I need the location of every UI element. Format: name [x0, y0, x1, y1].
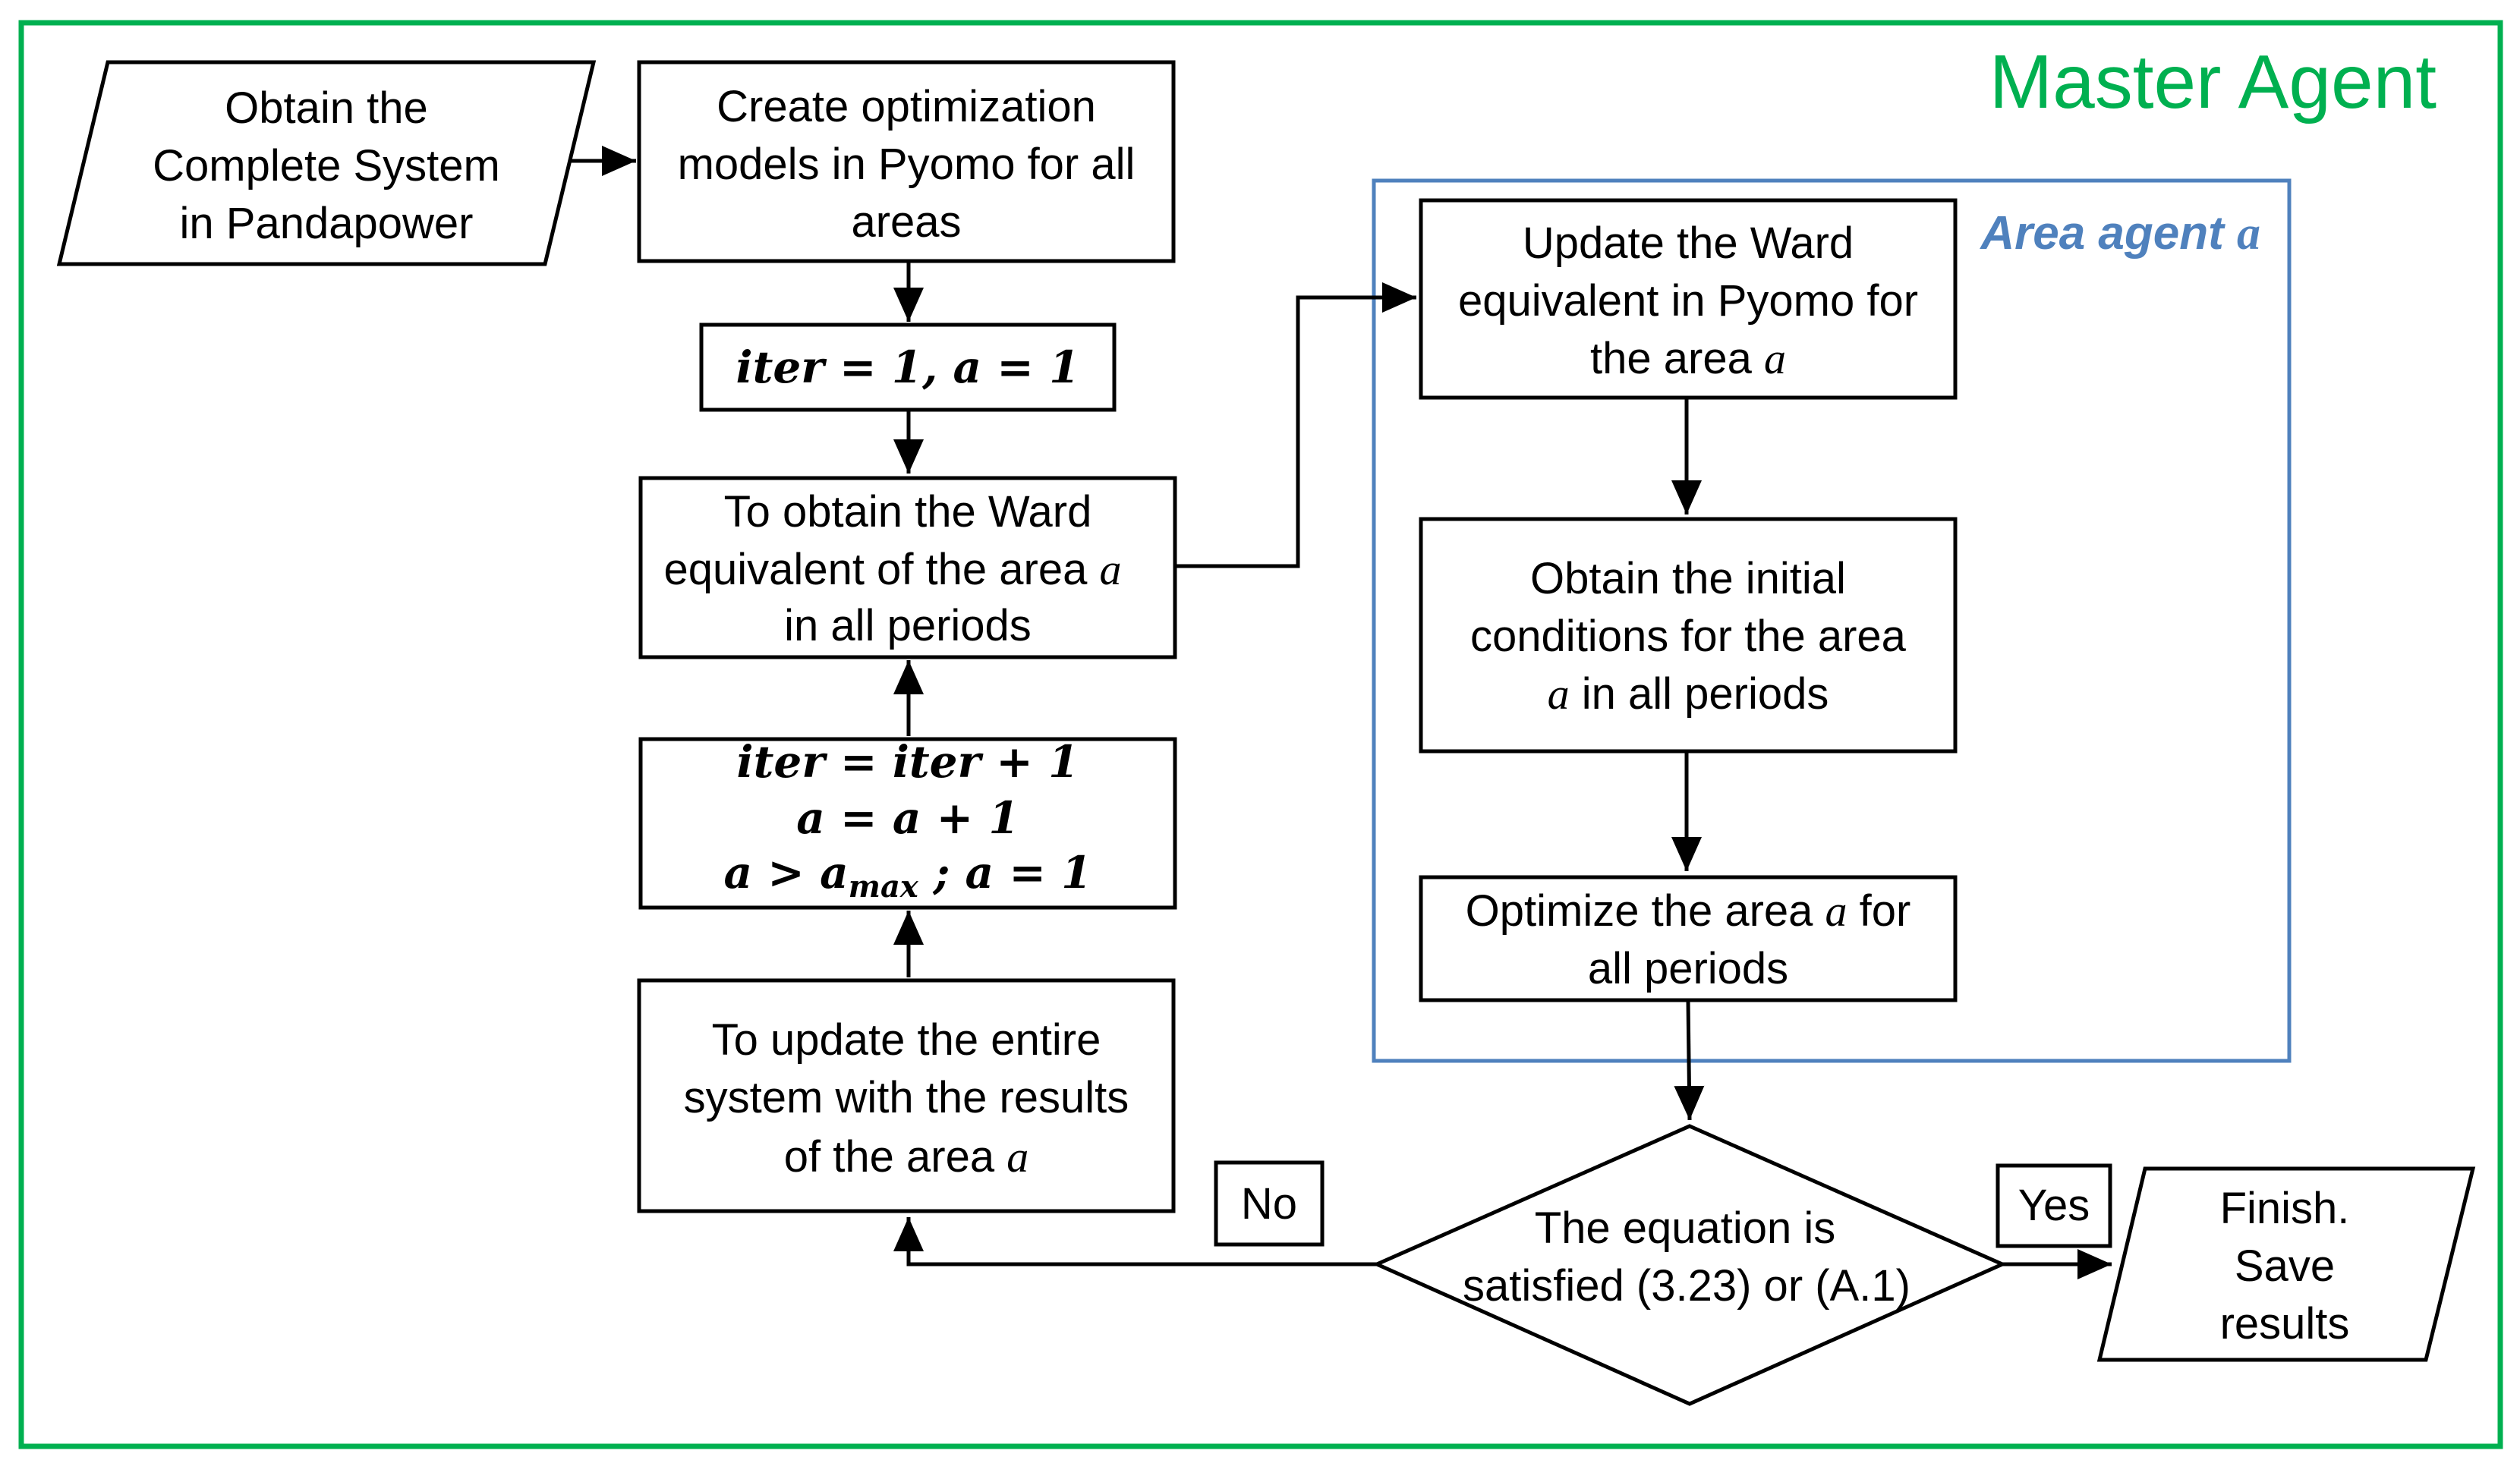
node-init: iter = 1, a = 1	[699, 323, 1117, 412]
node-update-ward-line1: Update the Ward	[1523, 219, 1854, 268]
label-yes-text: Yes	[2018, 1181, 2090, 1230]
node-initial-conditions-line3: a in all periods	[1548, 669, 1829, 719]
node-update-system: To update the entire system with the res…	[637, 978, 1176, 1213]
label-no-text: No	[1241, 1179, 1297, 1229]
node-obtain-ward-line3: in all periods	[784, 601, 1032, 650]
label-yes: Yes	[1996, 1163, 2112, 1248]
node-increment: iter = iter + 1 a = a + 1 a > amax ; a =…	[638, 736, 1177, 910]
node-increment-line3: a > amax ; a = 1	[724, 847, 1092, 905]
node-increment-line2: a = a + 1	[796, 792, 1019, 844]
node-decision-line2: satisfied (3.23) or (A.1)	[1463, 1261, 1910, 1311]
node-initial-conditions-line1: Obtain the initial	[1530, 554, 1846, 603]
node-optimize-line1: Optimize the area a for	[1466, 886, 1911, 936]
node-update-ward-line3: the area a	[1590, 334, 1786, 383]
arrow-ward-to-update	[1175, 282, 1416, 568]
node-update-system-line1: To update the entire	[712, 1015, 1101, 1065]
arrow-optimize-to-decision	[1674, 999, 1705, 1121]
node-decision-line1: The equation is	[1535, 1204, 1836, 1253]
node-initial-conditions-line2: conditions for the area	[1470, 612, 1907, 661]
node-decision: The equation is satisfied (3.23) or (A.1…	[1372, 1124, 2008, 1406]
node-update-ward-line2: equivalent in Pyomo for	[1458, 276, 1918, 326]
master-agent-frame	[18, 20, 2503, 1449]
node-obtain-system: Obtain the Complete System in Pandapower	[56, 60, 597, 266]
node-obtain-ward-line1: To obtain the Ward	[724, 487, 1092, 536]
node-obtain-ward: To obtain the Ward equivalent of the are…	[638, 476, 1177, 659]
node-obtain-system-line2: Complete System	[153, 141, 500, 190]
node-finish: Finish. Save results	[2096, 1166, 2476, 1362]
node-obtain-system-line3: in Pandapower	[180, 199, 474, 248]
node-finish-line3: results	[2220, 1299, 2350, 1348]
node-create-models-line3: areas	[851, 197, 961, 247]
arrow-decision-no	[893, 1217, 1380, 1266]
node-optimize: Optimize the area a for all periods	[1419, 875, 1958, 1002]
node-finish-line2: Save	[2235, 1241, 2335, 1291]
node-obtain-ward-line2: equivalent of the area a	[664, 545, 1122, 594]
node-update-system-line3: of the area a	[784, 1132, 1028, 1182]
node-init-text: iter = 1, a = 1	[736, 341, 1080, 393]
master-agent-title: Master Agent	[1989, 39, 2437, 124]
node-obtain-system-line1: Obtain the	[225, 83, 428, 133]
node-finish-line1: Finish.	[2220, 1184, 2350, 1233]
label-no: No	[1214, 1160, 1325, 1247]
node-update-system-line2: system with the results	[684, 1073, 1129, 1122]
node-create-models-line1: Create optimization	[717, 82, 1096, 131]
node-update-ward: Update the Ward equivalent in Pyomo for …	[1419, 198, 1958, 400]
node-create-models: Create optimization models in Pyomo for …	[637, 60, 1176, 263]
node-optimize-line2: all periods	[1588, 944, 1788, 993]
area-agent-title: Area agent a	[1979, 207, 2260, 260]
node-initial-conditions: Obtain the initial conditions for the ar…	[1419, 517, 1958, 754]
node-create-models-line2: models in Pyomo for all	[678, 140, 1136, 189]
node-increment-line1: iter = iter + 1	[737, 736, 1079, 788]
area-agent-frame	[1372, 178, 2292, 1063]
